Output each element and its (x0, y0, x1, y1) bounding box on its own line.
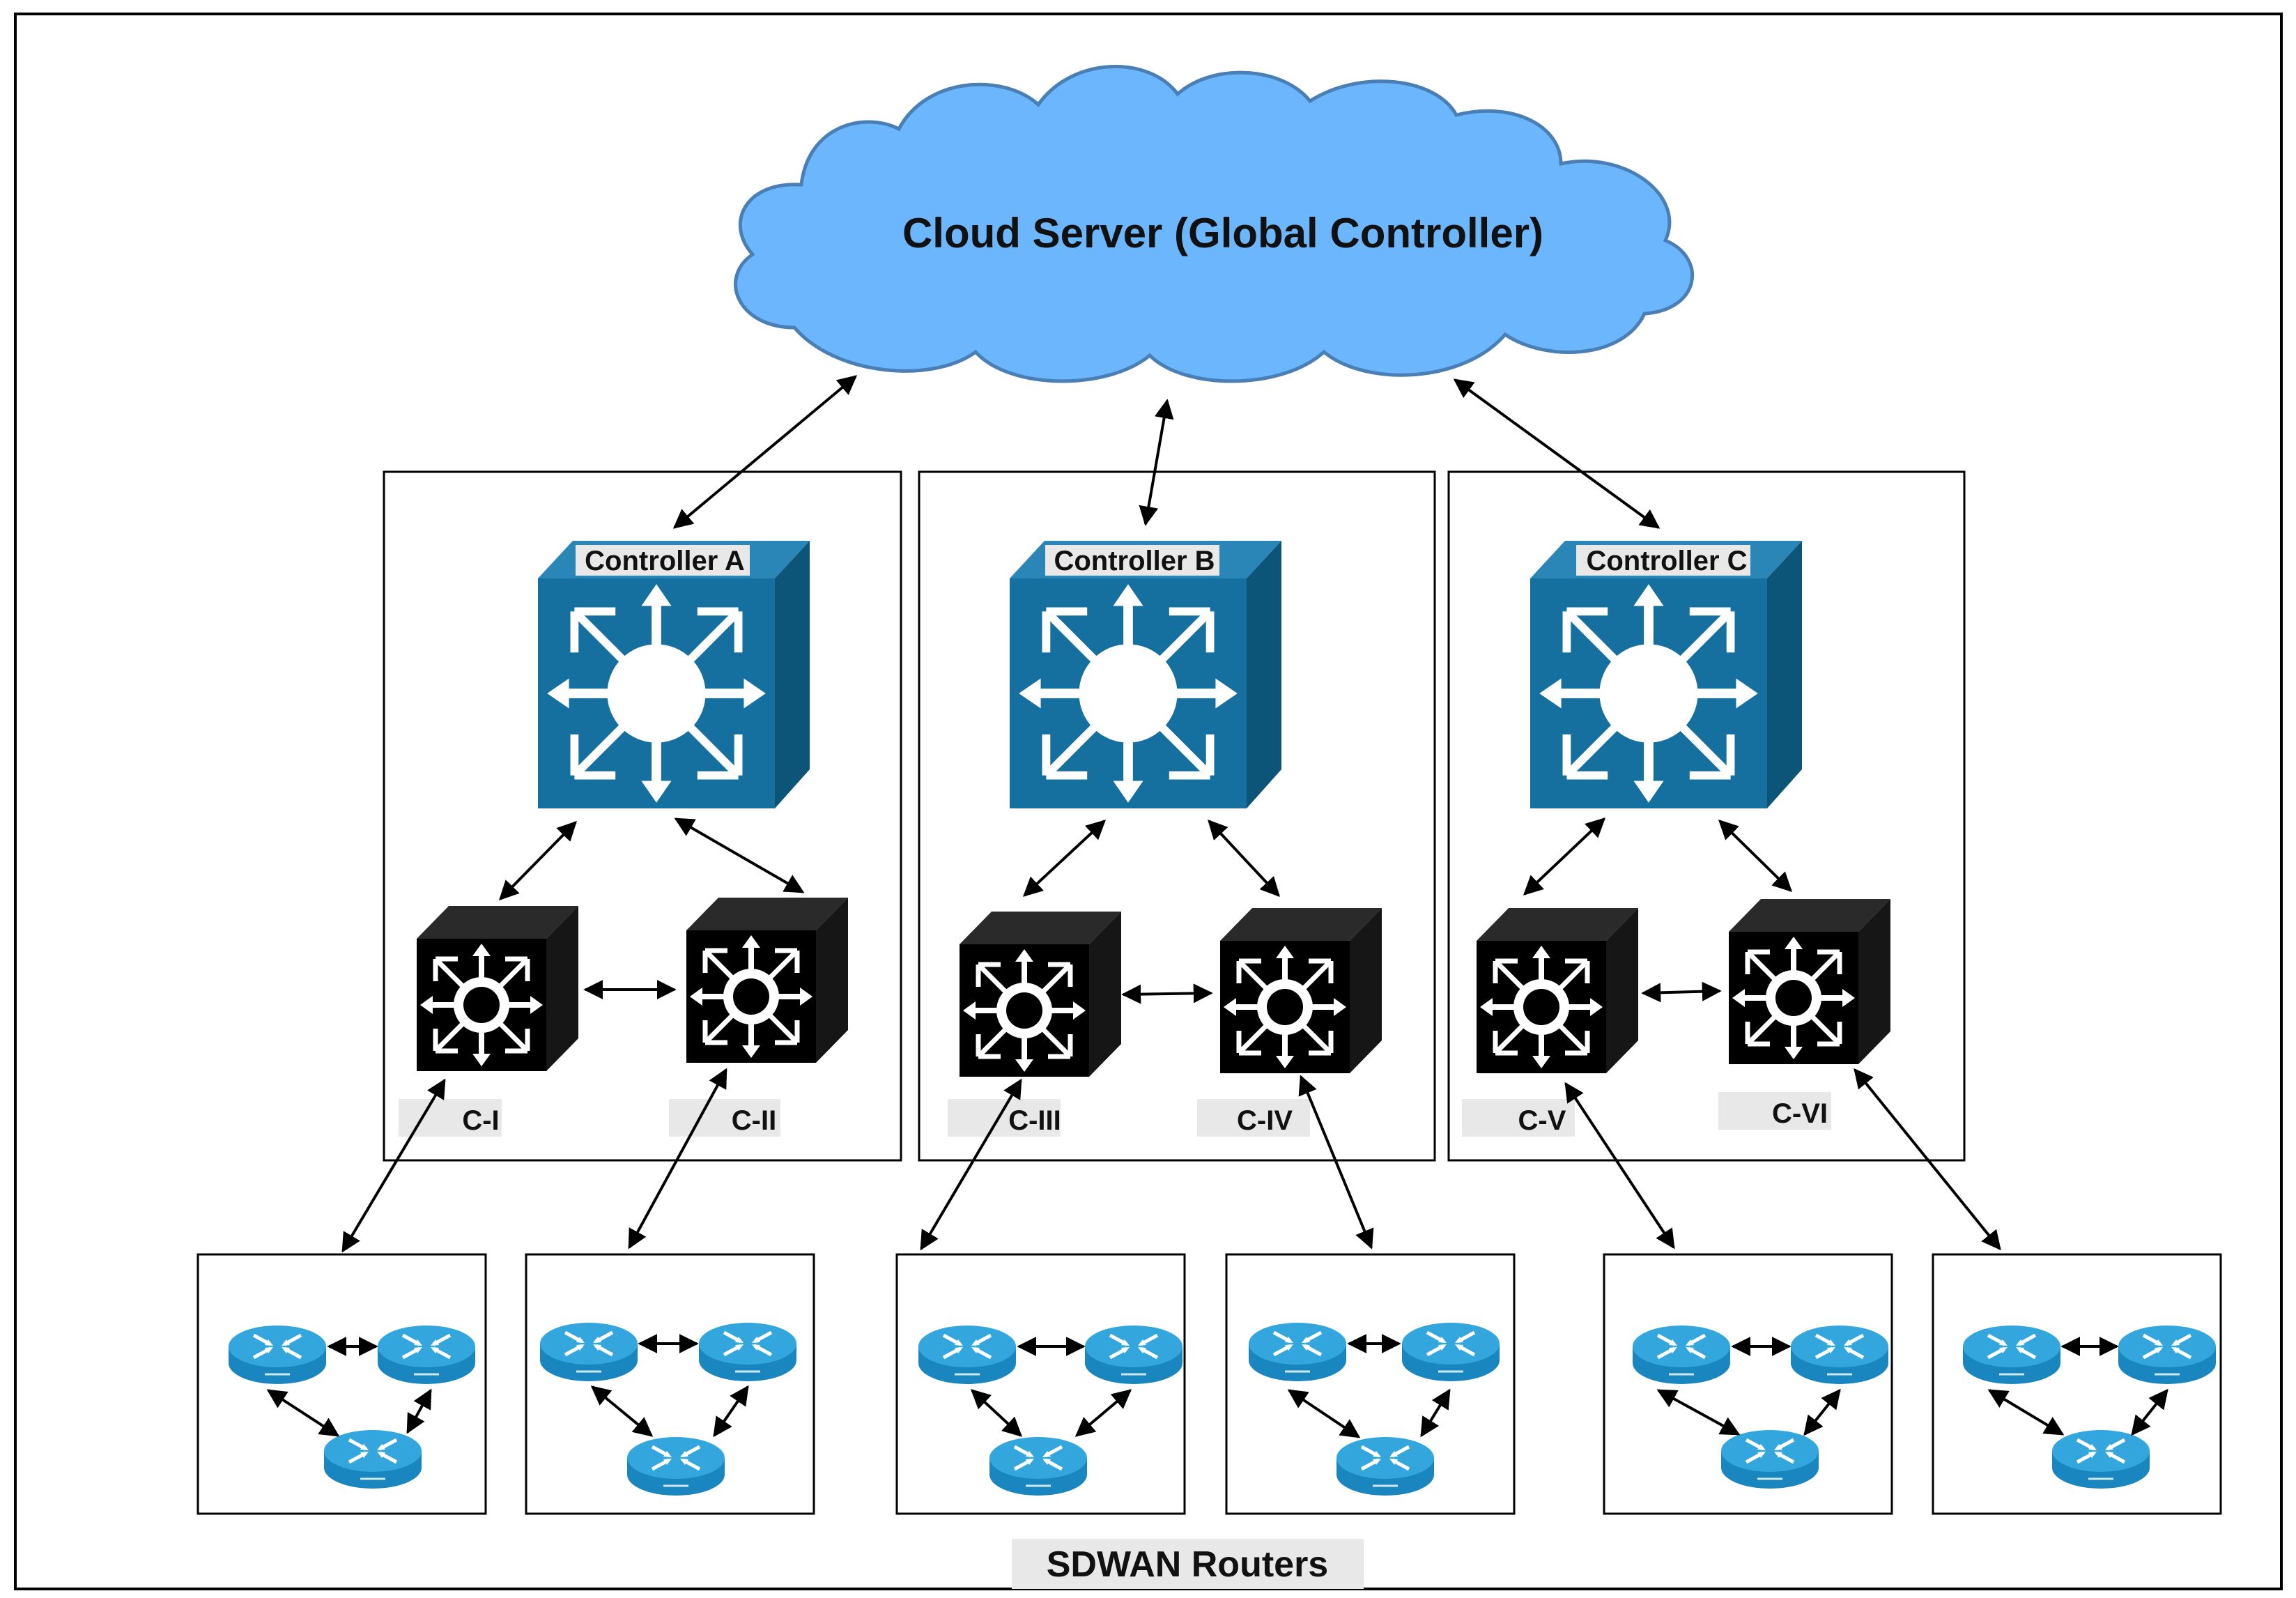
router-link (590, 1385, 654, 1437)
router-icon (229, 1326, 326, 1384)
router-link (406, 1388, 432, 1434)
controller-c-label: Controller C (1586, 546, 1747, 576)
router-link (970, 1389, 1023, 1437)
c-iv-label: C-IV (1237, 1105, 1293, 1136)
router-icon (699, 1323, 796, 1381)
router-icon (989, 1437, 1087, 1496)
connectors (266, 375, 2168, 1438)
link-c-iii-c-iv (1121, 983, 1213, 1004)
c-i-switch-icon (420, 944, 543, 1066)
router-icon (1633, 1326, 1730, 1384)
router-group-4 (1225, 1253, 1516, 1515)
link-c-iv-routers (1298, 1075, 1374, 1250)
router-group-6 (1932, 1253, 2222, 1515)
link-cloud-controller-b (1139, 399, 1174, 526)
c-ii-label: C-II (732, 1105, 776, 1136)
cluster-switch-c-iv (1220, 908, 1382, 1073)
router-icon (2052, 1430, 2150, 1489)
router-icon (918, 1326, 1016, 1384)
footer-label: SDWAN Routers (1047, 1544, 1328, 1585)
router-icon (1402, 1323, 1500, 1381)
cluster-switch-c-iii (960, 912, 1121, 1077)
c-iii-switch-icon (963, 949, 1086, 1072)
router-icon (1085, 1326, 1182, 1384)
router-group-1 (197, 1253, 487, 1515)
router-icon (2118, 1326, 2216, 1384)
controller-c (1530, 541, 1802, 808)
link-controller-c-c-vi (1718, 820, 1792, 892)
router-icon (627, 1437, 725, 1496)
controller-a-label-bg (576, 545, 750, 576)
router-groups (197, 1253, 2222, 1515)
router-link (1420, 1388, 1451, 1438)
c-v-label-bg (1462, 1099, 1575, 1137)
router-link (2131, 1388, 2168, 1436)
router-icon (1721, 1430, 1819, 1489)
router-link (1287, 1389, 1361, 1438)
c-v-label: C-V (1518, 1105, 1566, 1136)
link-c-vi-routers (1854, 1068, 2001, 1251)
controller-a (538, 541, 810, 808)
cluster-switch-c-i (417, 906, 578, 1071)
controller-a-switch-icon (547, 584, 766, 803)
cloud-label: Cloud Server (Global Controller) (902, 210, 1543, 256)
c-vi-label: C-VI (1772, 1098, 1828, 1129)
router-icon (378, 1326, 475, 1384)
c-vi-switch-icon (1732, 937, 1855, 1059)
controller-c-switch-icon (1539, 584, 1758, 803)
link-controller-b-c-iii (1022, 820, 1107, 897)
link-c-i-routers (341, 1078, 446, 1253)
link-cloud-controller-a (672, 375, 858, 529)
controller-group-a: Controller A C-I C-II (383, 470, 902, 1162)
router-group-2 (525, 1253, 815, 1515)
c-iv-label-bg (1197, 1099, 1310, 1137)
c-iii-label: C-III (1008, 1105, 1061, 1136)
controller-group-b-box (918, 470, 1436, 1162)
footer-label-bg (1012, 1539, 1364, 1589)
controller-group-c: Controller C C-V C-VI (1447, 470, 1966, 1162)
router-link (1987, 1389, 2065, 1436)
cloud-server: Cloud Server (Global Controller) (734, 64, 1694, 383)
cluster-switch-c-vi (1729, 899, 1890, 1064)
router-icon (324, 1430, 422, 1489)
link-c-iii-routers (920, 1078, 1022, 1251)
controller-b (1010, 541, 1281, 808)
link-controller-b-c-iv (1208, 819, 1280, 898)
router-link (266, 1389, 340, 1437)
router-icon (1791, 1326, 1888, 1384)
link-controller-a-c-i (499, 821, 577, 900)
link-cloud-controller-c (1453, 378, 1661, 529)
router-icon (540, 1323, 638, 1381)
link-controller-c-c-v (1523, 817, 1606, 896)
c-iv-switch-icon (1224, 946, 1346, 1068)
c-i-label: C-I (462, 1105, 499, 1136)
router-link (1074, 1389, 1132, 1437)
controller-group-b: Controller B C-III C-IV (918, 470, 1436, 1162)
router-link (1803, 1388, 1841, 1436)
cloud-shape (734, 64, 1694, 383)
link-c-v-c-vi (1641, 981, 1722, 1003)
c-vi-label-bg (1718, 1092, 1831, 1130)
controller-b-label: Controller B (1054, 546, 1215, 576)
controller-a-label: Controller A (585, 546, 745, 576)
controller-b-label-bg (1045, 545, 1219, 576)
router-group-5 (1603, 1253, 1893, 1515)
link-controller-a-c-ii (674, 817, 805, 893)
router-link (713, 1385, 749, 1438)
cluster-switch-c-v (1477, 908, 1638, 1073)
controller-b-switch-icon (1019, 584, 1238, 803)
router-icon (1336, 1437, 1434, 1496)
cluster-switch-c-ii (686, 898, 848, 1063)
c-v-switch-icon (1480, 946, 1603, 1068)
c-ii-switch-icon (690, 935, 812, 1058)
router-link (1656, 1389, 1741, 1436)
router-group-3 (895, 1253, 1186, 1515)
controller-group-c-box (1447, 470, 1966, 1162)
router-icon (1963, 1326, 2060, 1384)
link-c-v-routers (1564, 1082, 1675, 1250)
controller-c-label-bg (1576, 545, 1750, 576)
link-c-ii-routers (628, 1068, 727, 1250)
router-icon (1249, 1323, 1346, 1381)
